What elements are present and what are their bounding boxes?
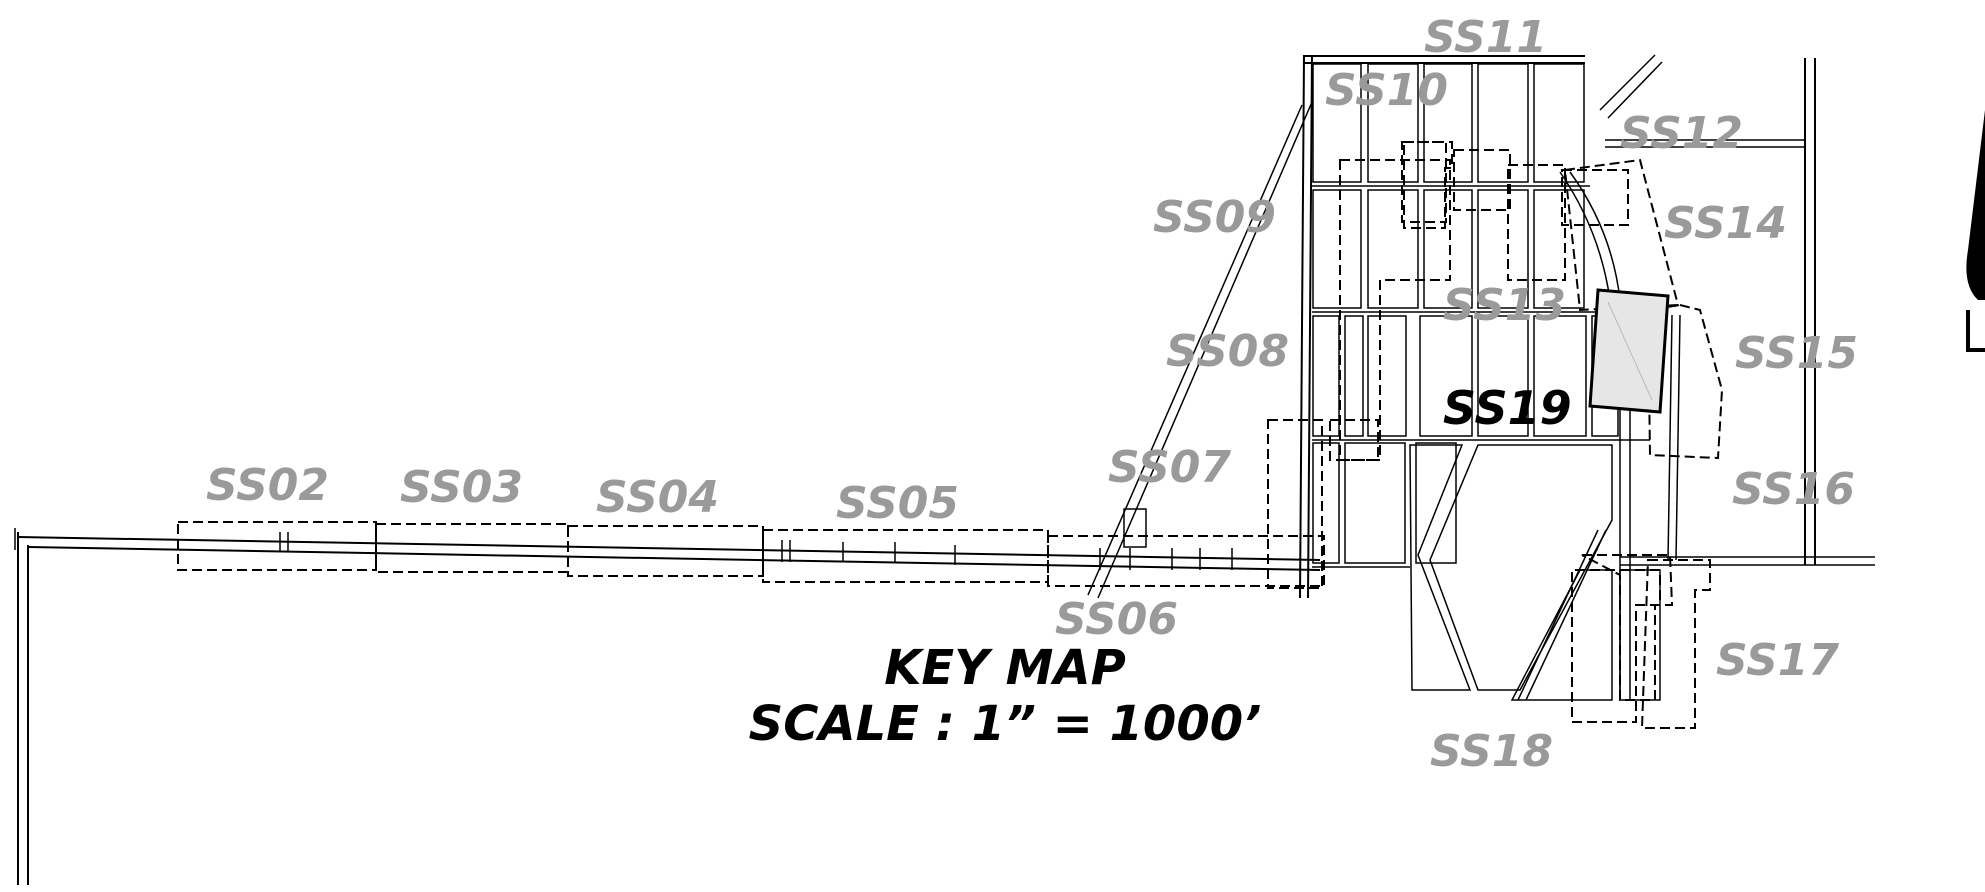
sheet-label-ss16: SS16 xyxy=(1732,464,1855,515)
sheet-label-ss07: SS07 xyxy=(1108,442,1231,493)
active-sheet-highlight xyxy=(1588,288,1670,414)
city-blocks xyxy=(1312,63,1619,564)
sheet-label-ss18: SS18 xyxy=(1430,726,1553,777)
sheet-label-ss17: SS17 xyxy=(1716,635,1839,686)
north-arrow-icon xyxy=(1966,110,1985,352)
sheet-label-ss03: SS03 xyxy=(400,462,523,513)
sheet-label-ss08: SS08 xyxy=(1166,326,1289,377)
key-map-title: KEY MAP xyxy=(884,640,1126,696)
sheet-label-ss10: SS10 xyxy=(1325,65,1448,116)
sheet-labels: SS02 SS03 SS04 SS05 SS06 SS07 SS08 SS09 … xyxy=(206,12,1858,777)
sheet-label-ss13: SS13 xyxy=(1443,280,1566,331)
sheet-label-ss11: SS11 xyxy=(1424,12,1547,63)
sheet-label-ss15: SS15 xyxy=(1735,328,1858,379)
sheet-boundaries xyxy=(177,141,1724,729)
sheet-label-ss12: SS12 xyxy=(1620,108,1743,159)
key-map-scale: SCALE : 1” = 1000’ xyxy=(749,696,1262,752)
sheet-label-ss09: SS09 xyxy=(1153,192,1276,243)
sheet-label-ss04: SS04 xyxy=(596,472,719,523)
road-network xyxy=(14,54,1875,885)
sheet-label-ss19: SS19 xyxy=(1443,381,1572,435)
sheet-label-ss02: SS02 xyxy=(206,460,329,511)
sheet-label-ss05: SS05 xyxy=(836,478,959,529)
sheet-label-ss14: SS14 xyxy=(1664,198,1787,249)
sheet-label-ss06: SS06 xyxy=(1055,594,1178,645)
